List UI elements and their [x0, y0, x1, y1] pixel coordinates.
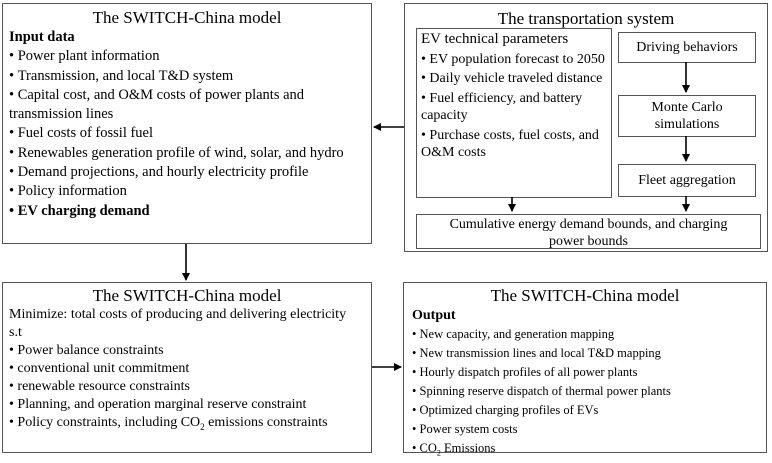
constraint-power-balance: Power balance constraints [9, 342, 365, 360]
input-item-capital-cost: Capital cost, and O&M costs of power pla… [9, 86, 365, 125]
ev-parameters-heading: EV technical parameters [421, 31, 569, 47]
output-item-system-costs: Power system costs [412, 420, 758, 439]
policy-prefix: Policy constraints, including CO [17, 414, 201, 430]
monte-carlo-box: Monte Carlo simulations [618, 95, 756, 137]
input-data-box: The SWITCH-China model Input data Power … [2, 3, 372, 244]
output-item-charging-profiles: Optimized charging profiles of EVs [412, 401, 758, 420]
energy-bounds-label: Cumulative energy demand bounds, and cha… [449, 217, 728, 249]
input-item-transmission: Transmission, and local T&D system [9, 67, 365, 86]
output-box: The SWITCH-China model Output New capaci… [403, 282, 767, 458]
input-item-demand: Demand projections, and hourly electrici… [9, 163, 365, 182]
fleet-aggregation-box: Fleet aggregation [618, 164, 756, 197]
input-box-title: The SWITCH-China model [92, 8, 282, 27]
policy-subscript: 2 [200, 421, 205, 432]
ev-param-costs: Purchase costs, fuel costs, and O&M cost… [421, 127, 607, 162]
driving-behaviors-box: Driving behaviors [618, 32, 756, 63]
transport-box-title: The transportation system [497, 9, 675, 28]
input-item-fuel-costs: Fuel costs of fossil fuel [9, 124, 365, 143]
input-data-heading: Input data [9, 29, 75, 45]
model-box: The SWITCH-China model Minimize: total c… [2, 282, 372, 453]
co2-suffix: Emissions [440, 441, 496, 455]
energy-bounds-box: Cumulative energy demand bounds, and cha… [416, 214, 761, 249]
output-item-hourly-dispatch: Hourly dispatch profiles of all power pl… [412, 363, 758, 382]
output-item-transmission: New transmission lines and local T&D map… [412, 344, 758, 363]
constraint-policy: Policy constraints, including CO2 emissi… [9, 414, 365, 436]
input-item-ev-charging: EV charging demand [9, 202, 365, 221]
ev-param-distance: Daily vehicle traveled distance [421, 70, 607, 88]
policy-suffix: emissions constraints [204, 414, 328, 430]
constraint-reserve: Planning, and operation marginal reserve… [9, 396, 365, 414]
co2-prefix: CO [419, 441, 437, 455]
ev-param-population: EV population forecast to 2050 [421, 51, 607, 69]
input-item-policy: Policy information [9, 182, 365, 201]
output-item-co2: CO2 Emissions [412, 439, 758, 463]
output-box-title: The SWITCH-China model [490, 286, 680, 305]
output-item-capacity: New capacity, and generation mapping [412, 325, 758, 344]
ev-param-efficiency: Fuel efficiency, and battery capacity [421, 90, 607, 125]
output-heading: Output [412, 308, 456, 323]
output-item-spinning-reserve: Spinning reserve dispatch of thermal pow… [412, 382, 758, 401]
input-item-power-plant: Power plant information [9, 47, 365, 66]
ev-parameters-box: EV technical parameters EV population fo… [416, 28, 612, 198]
driving-behaviors-label: Driving behaviors [636, 40, 738, 55]
monte-carlo-label: Monte Carlo simulations [651, 100, 723, 132]
objective-text: Minimize: total costs of producing and d… [9, 307, 347, 322]
input-item-renewables: Renewables generation profile of wind, s… [9, 144, 365, 163]
transportation-box: The transportation system EV technical p… [404, 3, 768, 252]
subject-to-label: s.t [9, 324, 22, 340]
fleet-aggregation-label: Fleet aggregation [638, 173, 736, 188]
model-box-title: The SWITCH-China model [92, 286, 282, 305]
constraint-renewable: renewable resource constraints [9, 378, 365, 396]
constraint-unit-commitment: conventional unit commitment [9, 360, 365, 378]
input-data-list: Power plant information Transmission, an… [9, 47, 365, 221]
co2-subscript: 2 [436, 448, 441, 458]
